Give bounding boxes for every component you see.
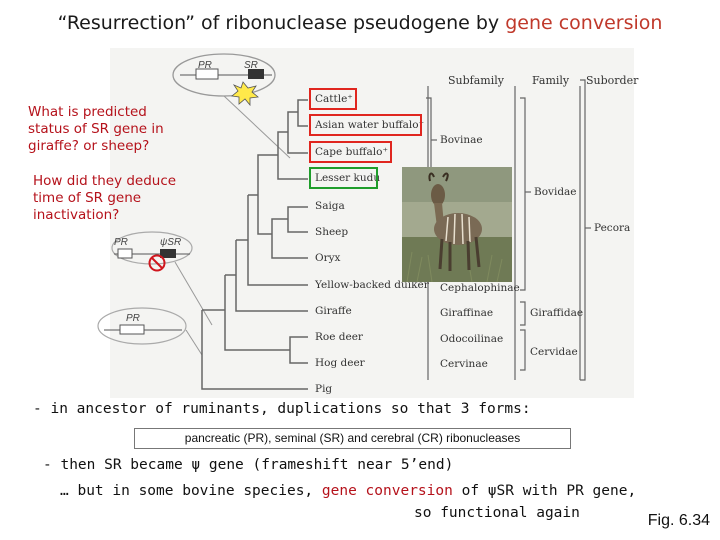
gene-diagram-top: [172, 53, 276, 97]
taxon-giraffe: Giraffe: [315, 305, 352, 317]
subfamily-cephalophinae: Cephalophinae: [440, 282, 520, 294]
question-predicted-status: What is predicted status of SR gene in g…: [28, 104, 164, 154]
gene-label-pr-top: PR: [198, 60, 212, 71]
figure-label: Fig. 6.34: [647, 512, 710, 529]
mutation-burst-icon: [231, 81, 259, 107]
tree-branches: [201, 99, 308, 390]
figure-background: [110, 48, 634, 398]
page-title: “Resurrection” of ribonuclease pseudogen…: [0, 12, 720, 34]
header-family: Family: [532, 74, 570, 87]
ribonuclease-forms-box: pancreatic (PR), seminal (SR) and cerebr…: [134, 428, 571, 449]
text-ancestor-duplication: - in ancestor of ruminants, duplications…: [33, 401, 531, 417]
taxon-sheep: Sheep: [315, 226, 349, 238]
box-cattle: [309, 88, 357, 110]
header-subfamily: Subfamily: [448, 74, 504, 87]
question-inactivation-time: How did they deduce time of SR gene inac…: [33, 173, 177, 223]
gene-label-pr-bottom: PR: [126, 313, 140, 324]
family-cervidae: Cervidae: [530, 346, 578, 358]
subfamily-bovinae: Bovinae: [440, 134, 483, 146]
header-suborder: Suborder: [586, 74, 639, 87]
prohibited-icon: [148, 254, 166, 272]
text-gene-conversion-hl: gene conversion: [321, 483, 453, 499]
text-gene-conversion-a: … but in some bovine species,: [60, 483, 322, 499]
text-gene-conversion: … but in some bovine species, gene conve…: [60, 483, 636, 499]
subfamily-cervinae: Cervinae: [440, 358, 488, 370]
taxon-yellow-backed-duiker: Yellow-backed duiker: [315, 279, 429, 291]
taxon-asian-water-buffalo: Asian water buffalo⁺: [315, 119, 425, 131]
lesser-kudu-photo: [402, 167, 512, 282]
taxon-lesser-kudu: Lesser kudu: [315, 172, 381, 184]
family-bovidae: Bovidae: [534, 186, 577, 198]
text-functional-again: so functional again: [414, 505, 580, 521]
gene-diagram-bottom: [97, 307, 187, 345]
taxon-pig: Pig: [315, 383, 333, 395]
box-lesser-kudu: [309, 167, 378, 189]
box-cape-buffalo: [309, 141, 392, 163]
title-prefix: “Resurrection” of ribonuclease pseudogen…: [57, 12, 506, 34]
taxon-roe-deer: Roe deer: [315, 331, 363, 343]
taxon-saiga: Saiga: [315, 200, 345, 212]
gene-diagram-middle: [111, 231, 193, 265]
gene-label-sr-top: SR: [244, 60, 258, 71]
taxon-cattle: Cattle⁺: [315, 93, 353, 105]
gene-label-psisr-middle: ψSR: [160, 237, 182, 248]
subfamily-giraffinae: Giraffinae: [440, 307, 494, 319]
title-highlight: gene conversion: [505, 12, 663, 34]
text-pseudogene: - then SR became ψ gene (frameshift near…: [43, 457, 454, 473]
subfamily-odocoilinae: Odocoilinae: [440, 333, 504, 345]
text-gene-conversion-b: of ψSR with PR gene,: [452, 483, 637, 499]
box-asian-water-buffalo: [309, 114, 422, 136]
taxon-hog-deer: Hog deer: [315, 357, 365, 369]
family-giraffidae: Giraffidae: [530, 307, 584, 319]
taxon-cape-buffalo: Cape buffalo⁺: [315, 146, 388, 158]
gene-label-pr-middle: PR: [114, 237, 128, 248]
taxon-oryx: Oryx: [315, 252, 341, 264]
suborder-pecora: Pecora: [594, 222, 631, 234]
